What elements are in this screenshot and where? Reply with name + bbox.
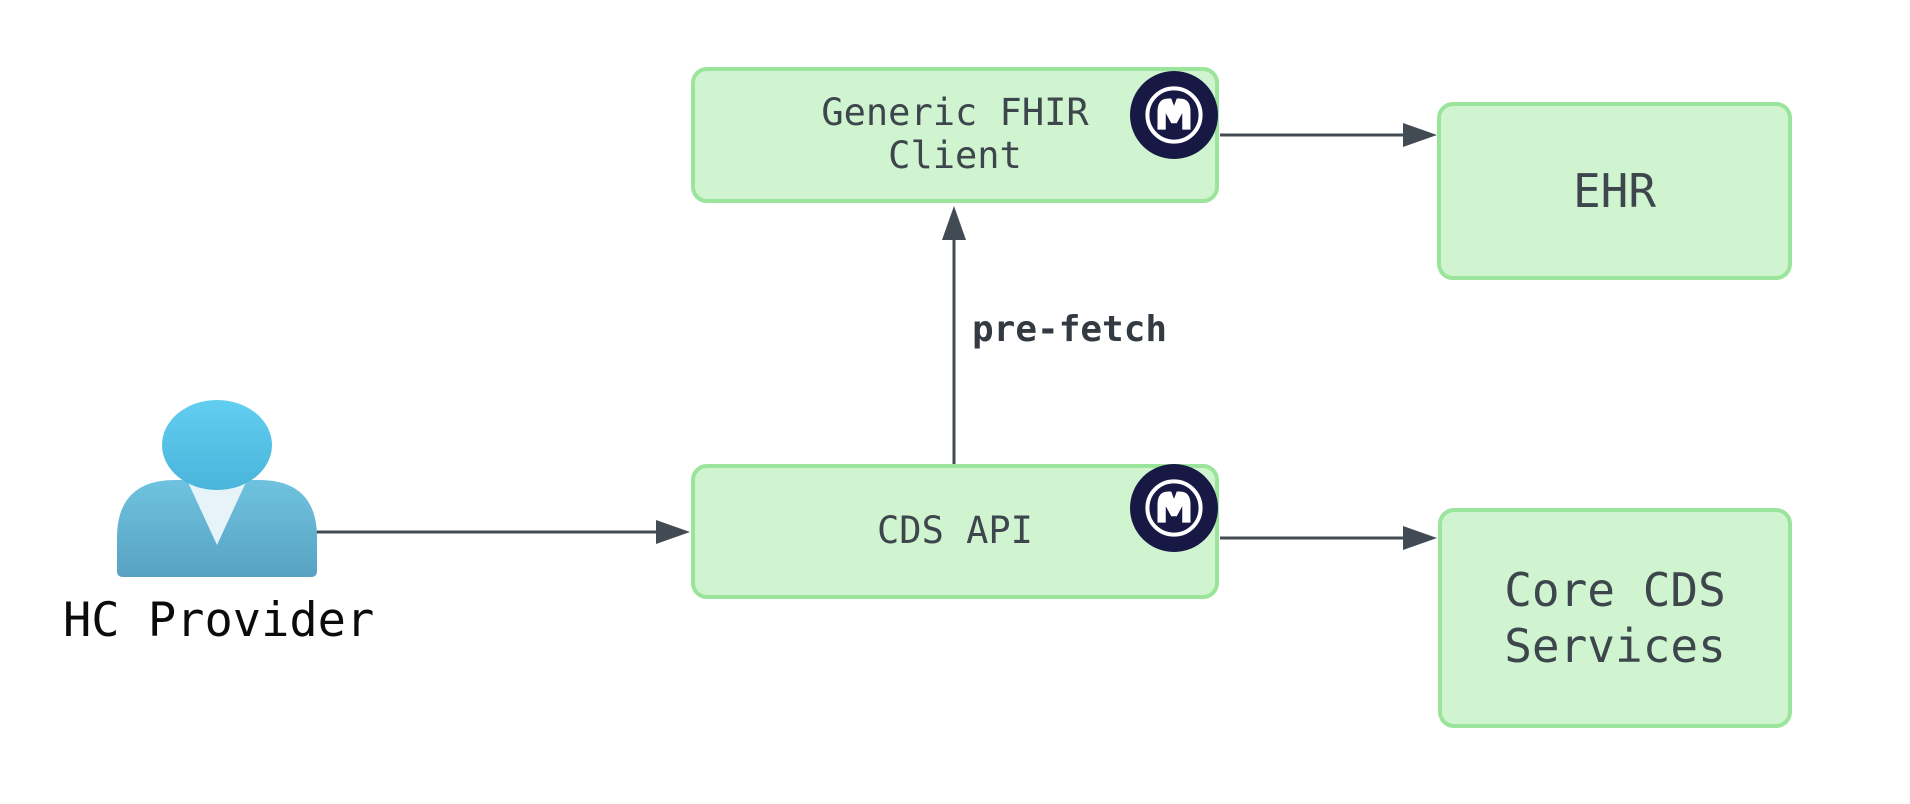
mulesoft-logo-icon (1130, 71, 1218, 159)
node-cds-api-label: CDS API (877, 509, 1033, 553)
person-icon (117, 400, 317, 577)
edge-label-prefetch: pre-fetch (972, 309, 1168, 350)
arrow-prefetch (942, 206, 966, 464)
node-cds-api: CDS API (691, 464, 1219, 599)
node-generic-fhir-client-label: Generic FHIR Client (821, 91, 1089, 177)
arrow-fhir-to-ehr (1220, 123, 1437, 147)
node-ehr-label: EHR (1572, 163, 1657, 218)
node-core-cds-services-label: Core CDS Services (1504, 562, 1726, 673)
person-collar (187, 480, 247, 545)
arrow-provider-to-cds-api (307, 520, 690, 544)
person-head (162, 400, 272, 490)
node-ehr: EHR (1437, 102, 1792, 280)
node-generic-fhir-client: Generic FHIR Client (691, 67, 1219, 203)
mulesoft-logo-icon (1130, 464, 1218, 552)
arrow-cds-api-to-core-cds (1220, 526, 1437, 550)
actor-label-hc-provider: HC Provider (63, 593, 375, 648)
node-core-cds-services: Core CDS Services (1438, 508, 1792, 728)
